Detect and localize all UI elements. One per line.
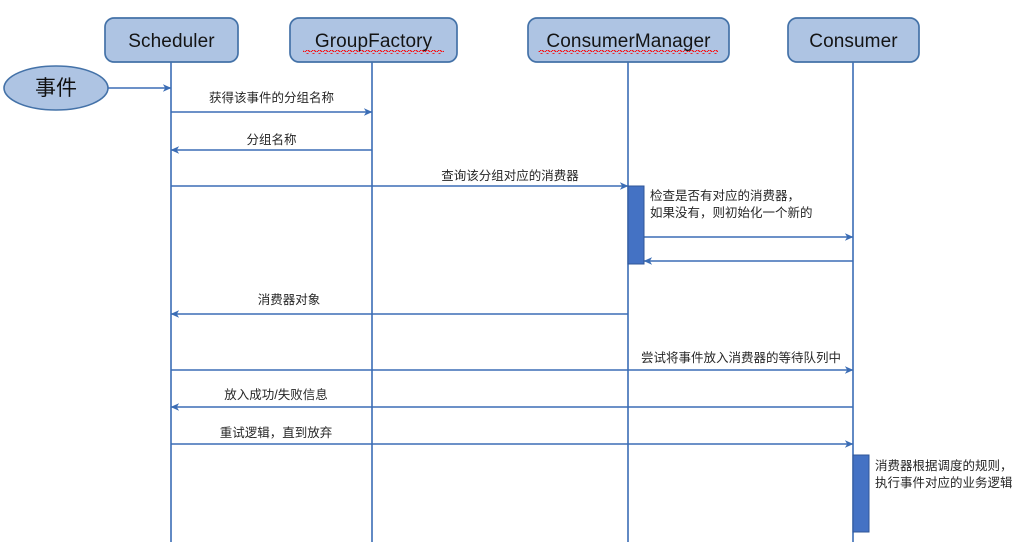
actor-label[interactable]: 事件 bbox=[35, 77, 77, 100]
participant-label-consumer[interactable]: Consumer bbox=[809, 31, 898, 52]
message-label-m2[interactable]: 分组名称 bbox=[246, 133, 297, 147]
note-consumer-manager-line1: 检查是否有对应的消费器， bbox=[650, 189, 801, 203]
activation-bar-consumer-manager bbox=[627, 185, 645, 265]
messages-group bbox=[108, 84, 854, 448]
note-consumer-line2: 执行事件对应的业务逻辑 bbox=[875, 476, 1013, 490]
activations-group bbox=[627, 185, 870, 533]
message-label-m3[interactable]: 查询该分组对应的消费器 bbox=[441, 169, 579, 183]
note-consumer-manager-line2: 如果没有，则初始化一个新的 bbox=[650, 206, 813, 220]
note-consumer-line1: 消费器根据调度的规则， bbox=[875, 459, 1013, 473]
message-label-m8[interactable]: 放入成功/失败信息 bbox=[224, 388, 328, 402]
participant-label-consumer-manager[interactable]: ConsumerManager bbox=[546, 31, 711, 52]
spellcheck-underline-consumer-manager bbox=[538, 50, 718, 54]
spellcheck-underlines-group bbox=[303, 50, 718, 54]
participant-box-scheduler bbox=[104, 17, 239, 63]
participant-label-group-factory[interactable]: GroupFactory bbox=[314, 31, 433, 52]
message-label-m9[interactable]: 重试逻辑，直到放弃 bbox=[219, 426, 333, 440]
participant-label-scheduler[interactable]: Scheduler bbox=[128, 31, 215, 52]
message-label-m6[interactable]: 消费器对象 bbox=[257, 293, 321, 307]
spellcheck-underline-group-factory bbox=[303, 50, 444, 54]
message-label-m7[interactable]: 尝试将事件放入消费器的等待队列中 bbox=[640, 351, 841, 365]
activation-bar-consumer bbox=[852, 454, 870, 533]
participant-box-consumer bbox=[787, 17, 920, 63]
message-label-m1[interactable]: 获得该事件的分组名称 bbox=[208, 91, 334, 105]
